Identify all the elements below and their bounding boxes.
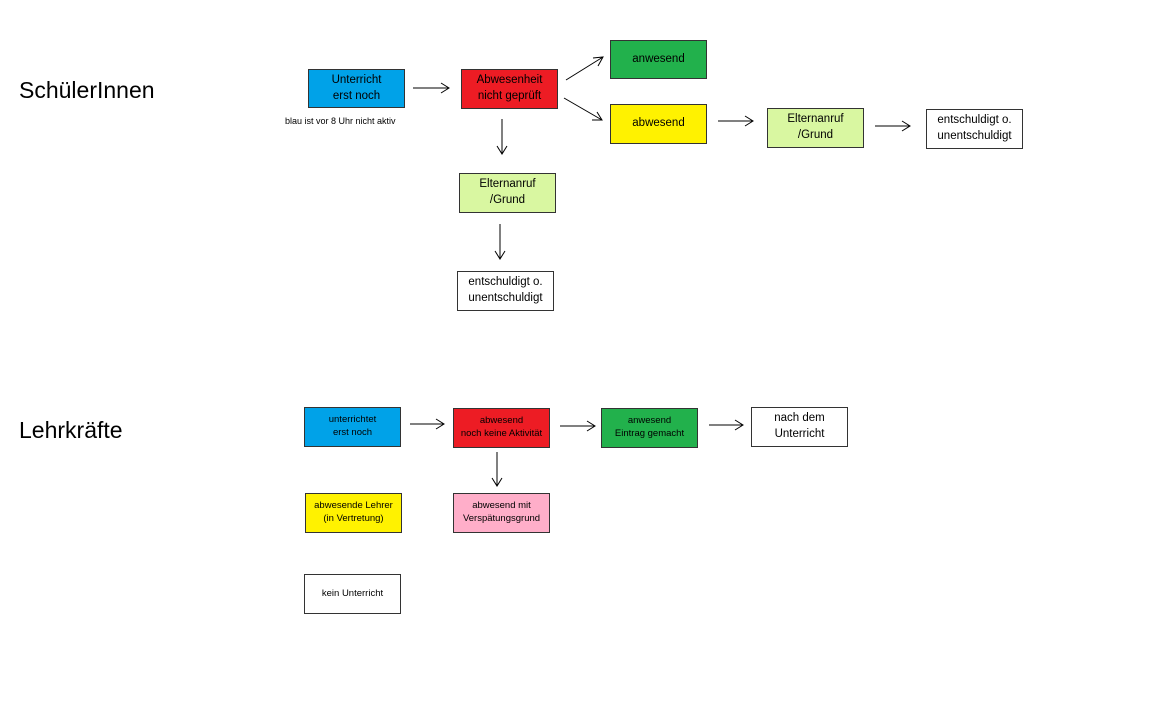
box-abwesend-keine-line2: noch keine Aktivität	[460, 428, 543, 439]
arrow-elternanruf-down	[494, 224, 506, 260]
box-unterricht-line2: erst noch	[332, 89, 381, 102]
arrow-abwesend-down	[491, 452, 503, 487]
box-entschuldigt-right-line2: unentschuldigt	[937, 130, 1012, 142]
box-elternanruf-down: Elternanruf /Grund	[459, 173, 556, 213]
arrow-unterrichtet-to-abwesend	[410, 418, 445, 430]
note-blau: blau ist vor 8 Uhr nicht aktiv	[285, 116, 396, 126]
box-verspaetung-line2: Verspätungsgrund	[462, 513, 541, 524]
box-anwesend-eintrag-line1: anwesend	[627, 415, 672, 427]
box-elternanruf-right-line2: /Grund	[797, 129, 834, 141]
arrow-abwesenheit-to-anwesend	[565, 56, 604, 81]
arrow-abwesend-to-anwesend	[560, 420, 596, 432]
box-abwesenheit-line1: Abwesenheit	[476, 74, 543, 87]
box-kein-unterricht-label: kein Unterricht	[321, 587, 384, 599]
box-abwesende-lehrer-line1: abwesende Lehrer	[314, 500, 393, 512]
box-verspaetung-line1: abwesend mit	[472, 500, 531, 512]
box-kein-unterricht: kein Unterricht	[304, 574, 401, 614]
box-abwesend-keine-line1: abwesend	[479, 415, 524, 427]
box-anwesend-eintrag-line2: Eintrag gemacht	[614, 428, 685, 439]
box-anwesend-label: anwesend	[632, 52, 685, 65]
box-abwesende-lehrer: abwesende Lehrer (in Vertretung)	[305, 493, 402, 533]
arrow-abwesend-to-elternanruf	[718, 115, 754, 127]
box-entschuldigt-down-line2: unentschuldigt	[468, 292, 543, 304]
arrow-anwesend-to-nach-dem	[709, 419, 744, 431]
box-entschuldigt-right-line1: entschuldigt o.	[937, 114, 1012, 127]
box-abwesenheit-nicht-geprueft: Abwesenheit nicht geprüft	[461, 69, 558, 109]
box-abwesenheit-line2: nicht geprüft	[477, 90, 542, 102]
section-title-schueler: SchülerInnen	[19, 77, 155, 103]
box-unterrichtet-line2: erst noch	[332, 427, 373, 438]
box-entschuldigt-right: entschuldigt o. unentschuldigt	[926, 109, 1023, 149]
arrow-abwesenheit-to-abwesend	[563, 97, 603, 121]
box-elternanruf-down-line2: /Grund	[489, 194, 526, 206]
box-elternanruf-right-line1: Elternanruf	[787, 113, 844, 126]
box-anwesend: anwesend	[610, 40, 707, 79]
box-abwesend-label: abwesend	[632, 117, 685, 130]
box-entschuldigt-down: entschuldigt o. unentschuldigt	[457, 271, 554, 311]
box-abwesende-lehrer-line2: (in Vertretung)	[323, 513, 384, 524]
box-nach-dem-unterricht: nach dem Unterricht	[751, 407, 848, 447]
arrow-unterricht-to-abwesenheit	[413, 82, 450, 94]
box-nach-dem-line1: nach dem	[774, 412, 825, 425]
box-anwesend-eintrag-gemacht: anwesend Eintrag gemacht	[601, 408, 698, 448]
box-elternanruf-right: Elternanruf /Grund	[767, 108, 864, 148]
box-nach-dem-line2: Unterricht	[774, 428, 825, 440]
box-entschuldigt-down-line1: entschuldigt o.	[468, 276, 543, 289]
box-abwesend-mit-verspaetungsgrund: abwesend mit Verspätungsgrund	[453, 493, 550, 533]
box-unterricht-line1: Unterricht	[331, 73, 382, 86]
box-unterricht-erst-noch: Unterricht erst noch	[308, 69, 405, 108]
box-unterrichtet-line1: unterrichtet	[328, 414, 377, 426]
box-abwesend-noch-keine-aktivitaet: abwesend noch keine Aktivität	[453, 408, 550, 448]
box-unterrichtet-erst-noch: unterrichtet erst noch	[304, 407, 401, 447]
box-abwesend: abwesend	[610, 104, 707, 144]
section-title-lehrer: Lehrkräfte	[19, 417, 123, 443]
arrow-elternanruf-to-entschuldigt	[875, 120, 911, 132]
box-elternanruf-down-line1: Elternanruf	[479, 178, 536, 191]
arrow-abwesenheit-down	[496, 119, 508, 155]
